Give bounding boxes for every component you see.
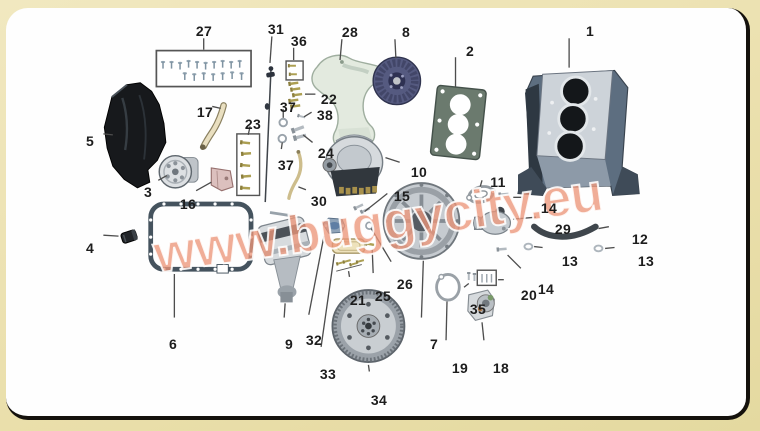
part-callout-14: 14 [537,281,555,297]
part-20-bolt-box [476,269,497,287]
part-26-washer [365,221,374,230]
part-11-oval-gasket [466,185,497,204]
part-24-bolts [290,124,307,142]
leader-lines [103,36,615,372]
part-callout-9: 9 [284,336,294,352]
part-callout-28: 28 [341,24,359,40]
part-callout-37: 37 [277,157,295,173]
part-callout-26: 26 [396,276,414,292]
part-30-tube [287,149,303,200]
part-7-clutch-cover [382,182,461,260]
part-18-water-pump [467,289,495,322]
part-callout-24: 24 [317,145,335,161]
part-callout-13: 13 [561,253,579,269]
part-2-head-gasket [429,84,487,161]
part-8-clutch-disc [372,56,422,106]
part-17-tensioner-blade [199,102,227,150]
part-callout-36: 36 [290,33,308,49]
part-33-cover-plate [331,238,366,254]
part-12-hose [531,223,599,240]
part-29-thermostat-housing [473,206,512,235]
part-callout-2: 2 [465,43,475,59]
part-callout-32: 32 [305,332,323,348]
part-callout-37: 37 [279,99,297,115]
part-23-bolt-box [236,133,261,197]
part-10-alternator [322,134,384,197]
part-35-bolts [467,272,477,282]
part-callout-30: 30 [310,193,328,209]
part-32-gasket-plate [322,217,346,234]
part-19-pump-gasket [435,273,461,302]
part-callout-38: 38 [316,107,334,123]
part-callout-5: 5 [85,133,95,149]
part-callout-16: 16 [179,196,197,212]
part-callout-29: 29 [554,221,572,237]
part-13-clips [523,242,604,253]
part-callout-31: 31 [267,21,285,37]
part-callout-3: 3 [143,184,153,200]
part-callout-21: 21 [349,292,367,308]
part-callout-17: 17 [196,104,214,120]
part-31-dipstick [264,66,275,203]
part-callout-14: 14 [540,200,558,216]
part-1-engine-block [517,69,640,197]
part-callout-34: 34 [370,392,388,408]
part-callout-12: 12 [631,231,649,247]
part-callout-11: 11 [490,174,506,190]
part-5-oil-pan [103,82,167,189]
parts-illustration [103,36,640,372]
part-3-oil-filter [158,154,199,189]
part-callout-6: 6 [168,336,178,352]
part-9-starter [257,211,312,303]
part-callout-20: 20 [520,287,538,303]
part-callout-23: 23 [244,116,262,132]
part-27-screw-box [155,49,252,88]
part-callout-13: 13 [637,253,655,269]
part-callout-35: 35 [469,301,487,317]
part-callout-10: 10 [410,164,428,180]
part-callout-18: 18 [492,360,510,376]
part-callout-33: 33 [319,366,337,382]
part-callout-1: 1 [585,23,595,39]
part-callout-22: 22 [320,91,338,107]
part-16-bracket [210,167,234,192]
part-36-small-box [285,60,304,81]
part-4-drain-plug [120,229,138,244]
part-callout-27: 27 [195,23,213,39]
part-callout-25: 25 [374,288,392,304]
part-21-bolts [335,258,365,272]
part-callout-4: 4 [85,240,95,256]
part-6-pan-gasket [148,201,254,274]
part-callout-19: 19 [451,360,469,376]
part-callout-8: 8 [401,24,411,40]
part-34-flywheel [331,289,406,363]
part-37-washers [277,117,288,144]
part-callout-15: 15 [393,188,411,204]
part-25-bolt [364,241,376,248]
part-callout-7: 7 [429,336,439,352]
